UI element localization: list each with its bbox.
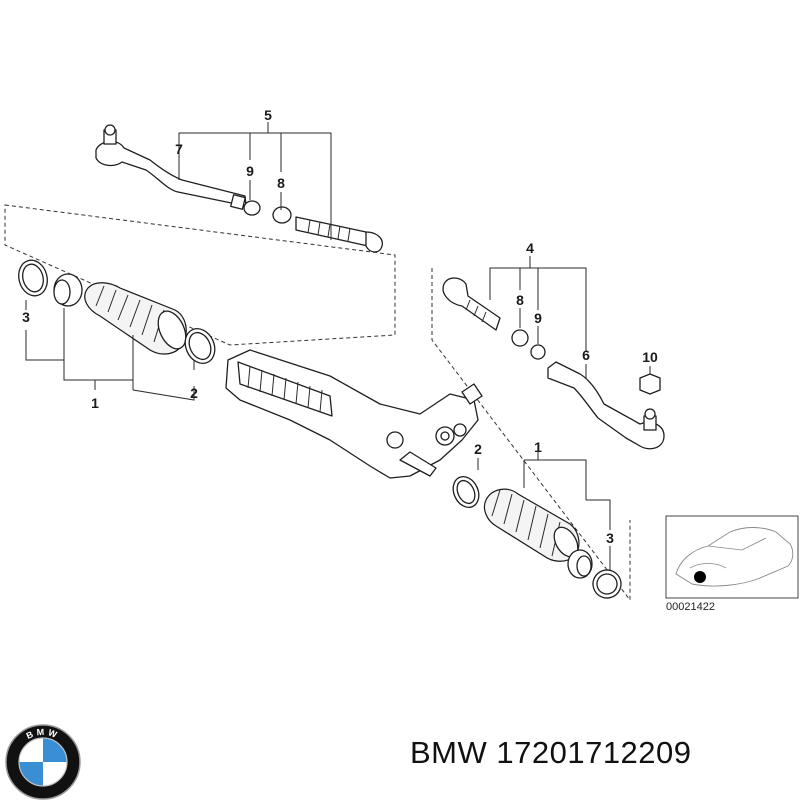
right-dashed-frame	[431, 268, 631, 602]
callout-2-right: 2	[474, 441, 482, 457]
boot-right	[483, 488, 580, 562]
callout-3-left: 3	[22, 309, 30, 325]
callout-1-left: 1	[91, 395, 99, 411]
clamp-right-small	[452, 475, 480, 509]
boot-left	[84, 282, 187, 355]
steering-rack-housing	[225, 349, 483, 479]
callout-9-right: 9	[534, 310, 542, 326]
callout-5: 5	[264, 107, 272, 123]
clamp-left-small	[184, 327, 216, 365]
callout-1-right: 1	[534, 439, 542, 455]
callout-4: 4	[526, 240, 534, 256]
tie-rod-end-right	[547, 361, 665, 450]
nut-10	[639, 373, 661, 395]
inner-tie-rod-left	[243, 200, 383, 253]
sleeve-left	[53, 273, 83, 307]
vehicle-locator-inset: 00021422	[665, 515, 799, 613]
callout-7: 7	[175, 141, 183, 157]
inset-code: 00021422	[666, 601, 715, 613]
inner-tie-rod-right	[442, 277, 546, 360]
sleeve-right	[567, 549, 593, 579]
logo-letters: BMW	[25, 727, 61, 741]
callout-3-right: 3	[606, 530, 614, 546]
bmw-logo: BMW	[5, 724, 81, 800]
tie-rod-end-left	[95, 124, 247, 210]
callout-8-top: 8	[277, 175, 285, 191]
left-dashed-frame	[4, 204, 396, 346]
callout-8-right: 8	[516, 292, 524, 308]
callout-6: 6	[582, 347, 590, 363]
location-marker	[694, 571, 706, 583]
callout-9-top: 9	[246, 163, 254, 179]
leader-lines	[25, 122, 651, 570]
part-title: BMW 17201712209	[410, 735, 692, 770]
callout-10: 10	[642, 349, 658, 365]
clamp-ring-right	[592, 569, 622, 599]
callout-2-left: 2	[190, 385, 198, 401]
clamp-ring-left	[18, 259, 48, 297]
